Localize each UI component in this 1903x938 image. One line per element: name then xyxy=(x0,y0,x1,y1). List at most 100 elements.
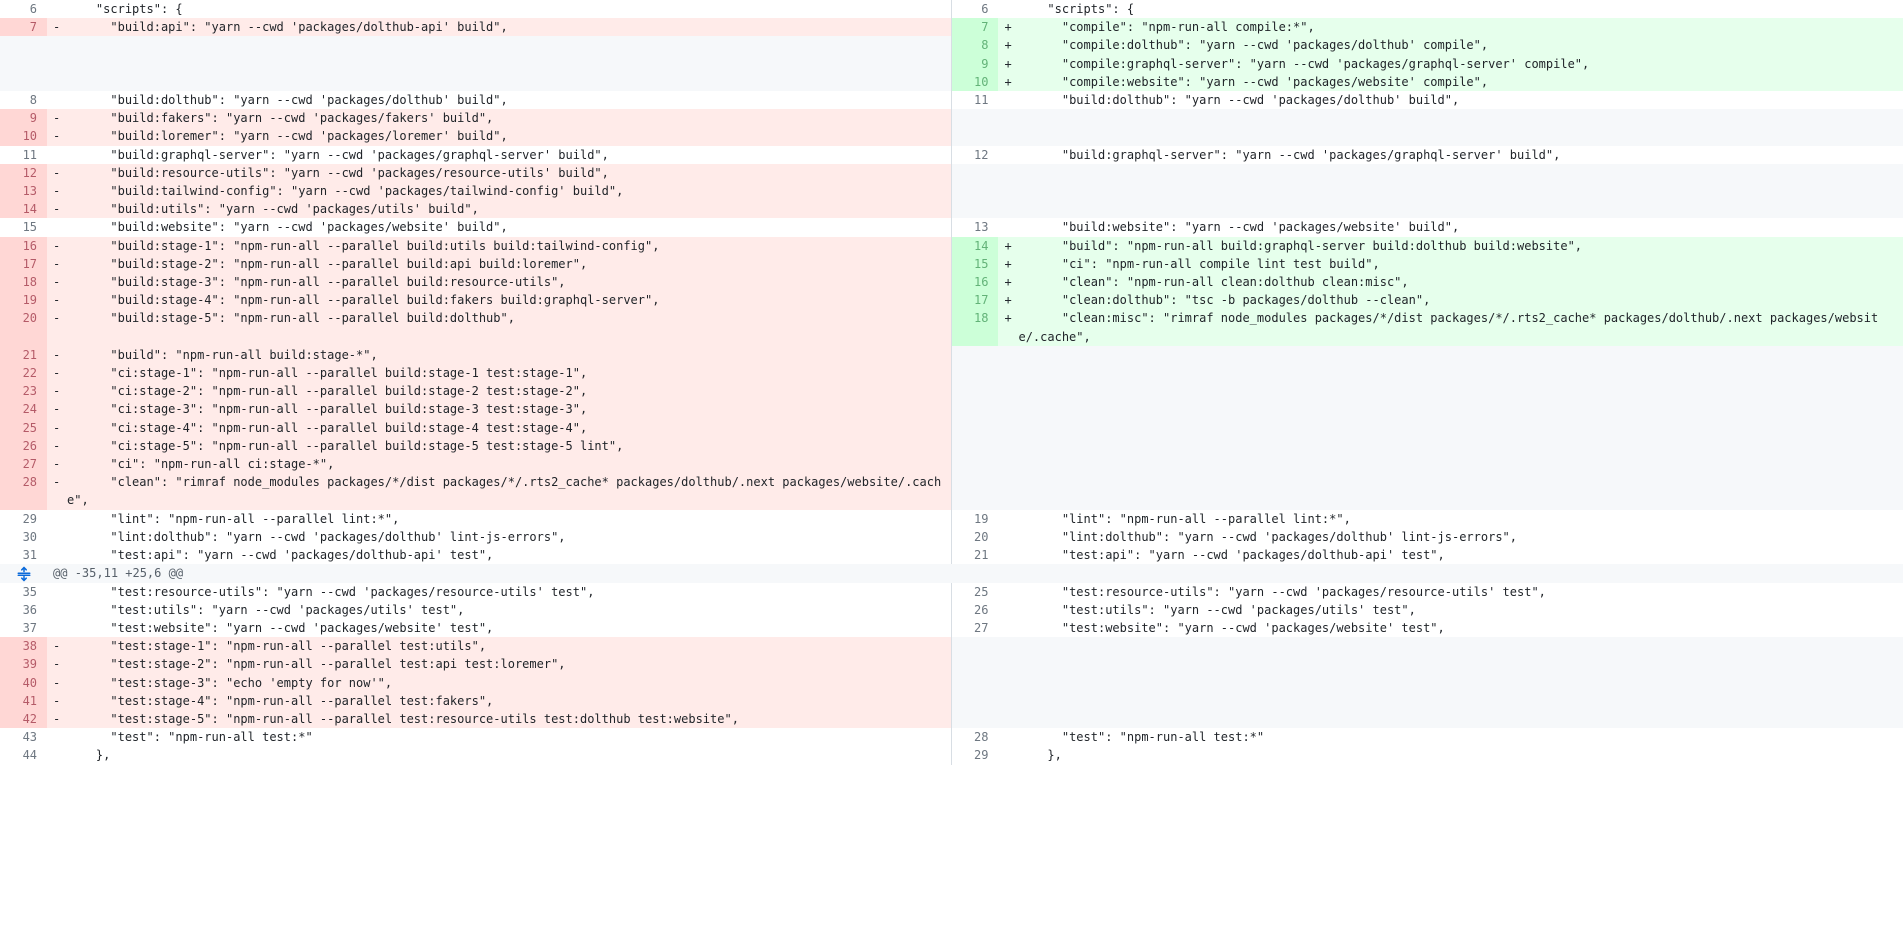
line-number-right[interactable] xyxy=(951,127,999,146)
code-line-right[interactable]: "compile:dolthub": "yarn --cwd 'packages… xyxy=(1018,36,1903,55)
line-number-left[interactable]: 21 xyxy=(0,345,48,365)
line-number-left[interactable]: 22 xyxy=(0,364,48,383)
expand-hunk-button[interactable] xyxy=(0,564,48,583)
code-line-right[interactable]: "lint:dolthub": "yarn --cwd 'packages/do… xyxy=(1018,527,1903,547)
code-line-right[interactable] xyxy=(1018,709,1903,729)
line-number-left[interactable]: 13 xyxy=(0,182,48,201)
code-line-right[interactable]: "clean": "npm-run-all clean:dolthub clea… xyxy=(1018,273,1903,292)
code-line-left[interactable]: "clean": "rimraf node_modules packages/*… xyxy=(67,473,952,510)
code-line-right[interactable] xyxy=(1018,418,1903,437)
code-line-right[interactable] xyxy=(1018,182,1903,201)
line-number-left[interactable]: 18 xyxy=(0,273,48,292)
code-line-left[interactable]: "build:stage-2": "npm-run-all --parallel… xyxy=(67,254,952,274)
line-number-left[interactable]: 17 xyxy=(0,254,48,274)
line-number-right[interactable] xyxy=(951,400,999,419)
code-line-left[interactable]: "ci:stage-1": "npm-run-all --parallel bu… xyxy=(67,364,952,383)
line-number-left[interactable]: 36 xyxy=(0,600,48,619)
line-number-right[interactable] xyxy=(951,163,999,183)
code-line-left[interactable]: "test:utils": "yarn --cwd 'packages/util… xyxy=(67,600,952,619)
code-line-right[interactable]: "test": "npm-run-all test:*" xyxy=(1018,728,1903,747)
line-number-left[interactable]: 38 xyxy=(0,637,48,656)
code-line-right[interactable] xyxy=(1018,345,1903,365)
code-line-right[interactable]: }, xyxy=(1018,746,1903,765)
line-number-left[interactable] xyxy=(0,72,48,92)
line-number-left[interactable]: 9 xyxy=(0,109,48,128)
code-line-left[interactable]: "build:stage-4": "npm-run-all --parallel… xyxy=(67,291,952,310)
code-line-left[interactable]: "build:utils": "yarn --cwd 'packages/uti… xyxy=(67,200,952,219)
code-line-left[interactable]: "test:stage-2": "npm-run-all --parallel … xyxy=(67,655,952,674)
line-number-right[interactable]: 26 xyxy=(951,600,999,619)
line-number-left[interactable]: 12 xyxy=(0,163,48,183)
code-line-left[interactable]: "lint": "npm-run-all --parallel lint:*", xyxy=(67,509,952,528)
line-number-right[interactable] xyxy=(951,418,999,437)
code-line-right[interactable] xyxy=(1018,109,1903,128)
code-line-right[interactable]: "clean:misc": "rimraf node_modules packa… xyxy=(1018,309,1903,346)
line-number-right[interactable]: 16 xyxy=(951,273,999,292)
code-line-left[interactable]: "build:graphql-server": "yarn --cwd 'pac… xyxy=(67,145,952,164)
line-number-right[interactable] xyxy=(951,345,999,365)
code-line-left[interactable]: "test:stage-4": "npm-run-all --parallel … xyxy=(67,691,952,710)
line-number-right[interactable]: 15 xyxy=(951,254,999,274)
line-number-right[interactable]: 13 xyxy=(951,218,999,237)
code-line-right[interactable] xyxy=(1018,382,1903,401)
line-number-right[interactable]: 14 xyxy=(951,236,999,255)
line-number-right[interactable] xyxy=(951,473,999,510)
line-number-left[interactable]: 19 xyxy=(0,291,48,310)
unfold-expand-icon[interactable] xyxy=(16,566,32,582)
line-number-left[interactable]: 41 xyxy=(0,691,48,710)
code-line-left[interactable]: "scripts": { xyxy=(67,0,952,19)
line-number-right[interactable] xyxy=(951,109,999,128)
line-number-left[interactable]: 25 xyxy=(0,418,48,437)
code-line-left[interactable]: "ci": "npm-run-all ci:stage-*", xyxy=(67,455,952,474)
line-number-left[interactable]: 14 xyxy=(0,200,48,219)
line-number-right[interactable] xyxy=(951,673,999,692)
line-number-left[interactable]: 35 xyxy=(0,582,48,601)
code-line-left[interactable]: "test:resource-utils": "yarn --cwd 'pack… xyxy=(67,582,952,601)
line-number-right[interactable]: 6 xyxy=(951,0,999,19)
code-line-left[interactable]: "ci:stage-4": "npm-run-all --parallel bu… xyxy=(67,418,952,437)
line-number-right[interactable]: 11 xyxy=(951,91,999,110)
line-number-right[interactable] xyxy=(951,436,999,456)
line-number-right[interactable] xyxy=(951,709,999,729)
code-line-right[interactable] xyxy=(1018,655,1903,674)
line-number-left[interactable]: 23 xyxy=(0,382,48,401)
code-line-right[interactable]: "scripts": { xyxy=(1018,0,1903,19)
code-line-left[interactable]: }, xyxy=(67,746,952,765)
line-number-left[interactable]: 15 xyxy=(0,218,48,237)
line-number-left[interactable]: 6 xyxy=(0,0,48,19)
code-line-right[interactable] xyxy=(1018,473,1903,510)
code-line-right[interactable]: "compile:graphql-server": "yarn --cwd 'p… xyxy=(1018,54,1903,73)
line-number-left[interactable]: 31 xyxy=(0,546,48,565)
code-line-left[interactable]: "build:dolthub": "yarn --cwd 'packages/d… xyxy=(67,91,952,110)
code-line-right[interactable]: "compile": "npm-run-all compile:*", xyxy=(1018,18,1903,37)
line-number-left[interactable]: 11 xyxy=(0,145,48,164)
line-number-left[interactable] xyxy=(0,54,48,73)
code-line-left[interactable]: "test:api": "yarn --cwd 'packages/dolthu… xyxy=(67,546,952,565)
line-number-left[interactable]: 27 xyxy=(0,455,48,474)
code-line-right[interactable] xyxy=(1018,673,1903,692)
line-number-left[interactable]: 44 xyxy=(0,746,48,765)
line-number-right[interactable]: 7 xyxy=(951,18,999,37)
line-number-right[interactable]: 27 xyxy=(951,618,999,638)
line-number-left[interactable]: 40 xyxy=(0,673,48,692)
line-number-left[interactable]: 39 xyxy=(0,655,48,674)
line-number-right[interactable]: 8 xyxy=(951,36,999,55)
line-number-left[interactable]: 7 xyxy=(0,18,48,37)
code-line-right[interactable]: "build:graphql-server": "yarn --cwd 'pac… xyxy=(1018,145,1903,164)
code-line-left[interactable]: "build:stage-1": "npm-run-all --parallel… xyxy=(67,236,952,255)
code-line-left[interactable]: "lint:dolthub": "yarn --cwd 'packages/do… xyxy=(67,527,952,547)
code-line-right[interactable]: "test:utils": "yarn --cwd 'packages/util… xyxy=(1018,600,1903,619)
line-number-right[interactable] xyxy=(951,655,999,674)
code-line-right[interactable]: "lint": "npm-run-all --parallel lint:*", xyxy=(1018,509,1903,528)
line-number-left[interactable]: 43 xyxy=(0,728,48,747)
line-number-right[interactable] xyxy=(951,691,999,710)
line-number-left[interactable]: 26 xyxy=(0,436,48,456)
line-number-right[interactable]: 17 xyxy=(951,291,999,310)
line-number-right[interactable]: 19 xyxy=(951,509,999,528)
line-number-right[interactable]: 20 xyxy=(951,527,999,547)
code-line-left[interactable]: "build:resource-utils": "yarn --cwd 'pac… xyxy=(67,163,952,183)
code-line-right[interactable]: "clean:dolthub": "tsc -b packages/dolthu… xyxy=(1018,291,1903,310)
code-line-left[interactable]: "ci:stage-2": "npm-run-all --parallel bu… xyxy=(67,382,952,401)
code-line-right[interactable]: "test:api": "yarn --cwd 'packages/dolthu… xyxy=(1018,546,1903,565)
line-number-right[interactable]: 21 xyxy=(951,546,999,565)
